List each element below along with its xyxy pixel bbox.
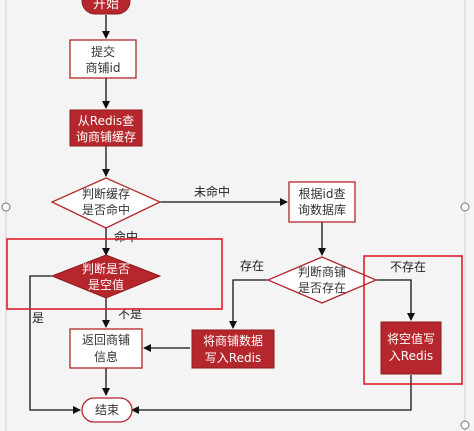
submit-shop-id-node [69, 39, 137, 79]
submit-line2: 商铺id [86, 60, 121, 75]
query-db-line1: 根据id查 [299, 187, 346, 201]
start-node [81, 0, 131, 15]
query-cache-line2: 询商铺缓存 [76, 129, 136, 144]
write-shop-line1: 将商铺数据 [203, 333, 263, 348]
cache-hit-line2: 是否命中 [82, 202, 130, 217]
cache-hit-line1: 判断缓存 [82, 186, 130, 201]
edge-label-is-null: 是 [32, 311, 44, 325]
resize-handle-right[interactable] [460, 202, 470, 212]
resize-handle-left[interactable] [1, 202, 11, 212]
exists-line1: 判断商铺 [298, 264, 346, 279]
query-db-line2: 询数据库 [298, 202, 346, 217]
edge-label-exists: 存在 [240, 259, 264, 273]
query-cache-line1: 从Redis查 [78, 114, 134, 128]
end-label: 结束 [95, 403, 119, 417]
exists-line2: 是否存在 [298, 281, 346, 295]
null-check-line2: 是空值 [88, 277, 124, 292]
highlight-null-check [6, 238, 223, 310]
edge-label-not-exists: 不存在 [390, 260, 426, 274]
query-cache-node [69, 109, 143, 147]
edge-exists [229, 279, 268, 329]
shop-exists-decision [266, 256, 378, 304]
query-db-node [288, 181, 356, 223]
edge-label-miss: 未命中 [194, 184, 230, 199]
edge-not-exists [376, 279, 415, 321]
end-node [81, 397, 133, 423]
write-null-node [380, 321, 442, 375]
start-label: 开始 [93, 0, 119, 12]
highlight-write-null [363, 255, 463, 385]
write-null-line1: 将空值写 [387, 331, 435, 346]
edge-label-hit: 命中 [114, 229, 138, 244]
edge-write-null-end [131, 375, 412, 414]
write-shop-line2: 写入Redis [205, 351, 261, 365]
null-check-decision [50, 254, 162, 299]
return-line1: 返回商铺 [82, 332, 130, 347]
return-line2: 信息 [94, 349, 118, 364]
edge-is-null [29, 275, 81, 414]
submit-line1: 提交 [91, 44, 115, 59]
edge-label-not-null: 不是 [118, 307, 142, 321]
write-shop-node [191, 329, 275, 369]
resize-handle-bottom-right[interactable] [460, 420, 470, 430]
null-check-line1: 判断是否 [82, 261, 130, 276]
cache-hit-decision [50, 177, 162, 229]
write-null-line2: 入Redis [389, 349, 433, 363]
return-shop-node [69, 328, 143, 369]
